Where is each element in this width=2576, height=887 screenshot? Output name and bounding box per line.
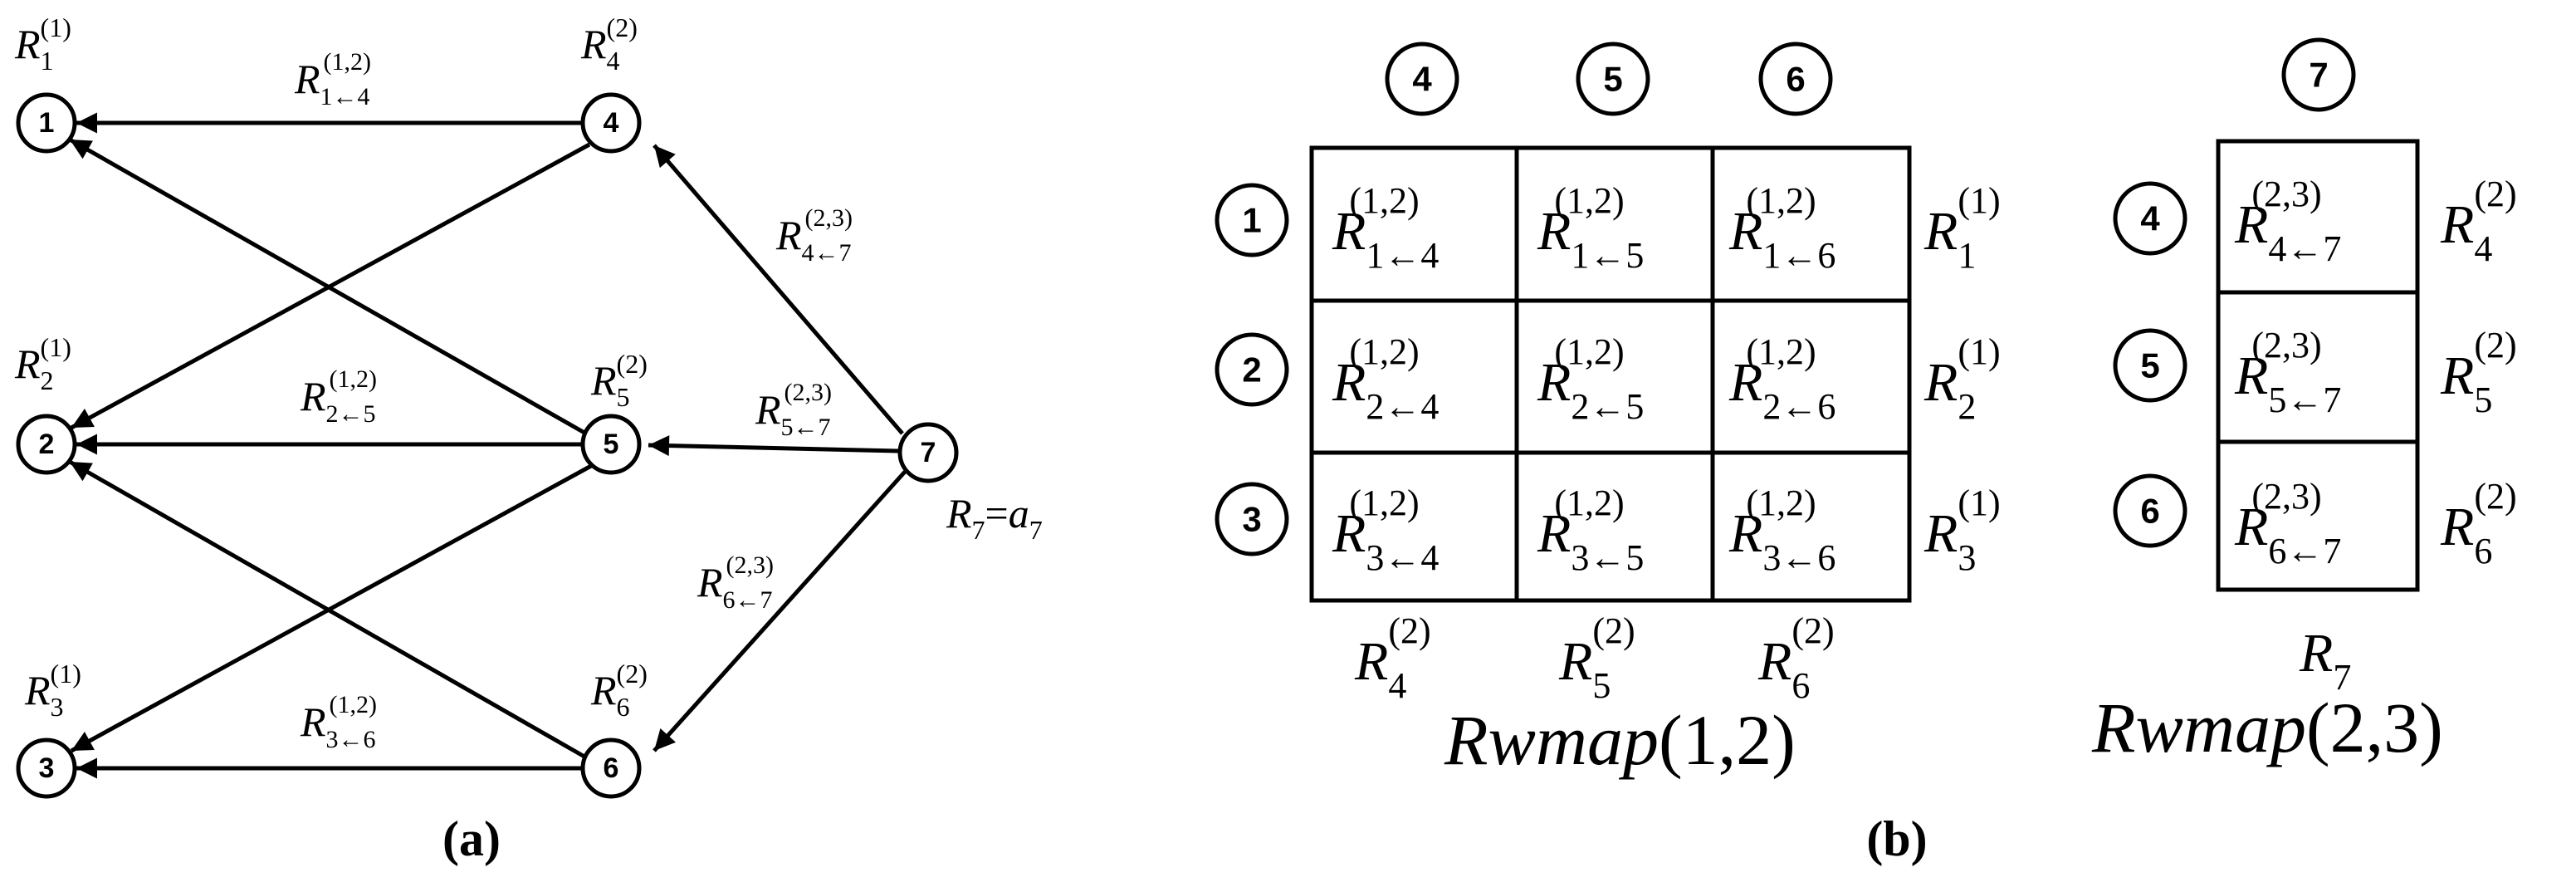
rwmap23-cells: R4←7(2,3) R5←7(2,3) R6←7(2,3): [2234, 174, 2341, 571]
panel-b-rwmap-1-2: 4 5 6 1 2 3 R1←4(1,2) R1←5(1,2) R1←6(1,2…: [1215, 42, 2001, 780]
rwmap12-cell: R2←4(1,2): [1332, 331, 1439, 427]
row-head-label: 2: [1242, 350, 1261, 390]
graph-node-4: 4: [580, 92, 642, 154]
rwmap12-cell: R3←4(1,2): [1332, 483, 1439, 578]
col-head-label: 5: [1603, 60, 1622, 99]
rwmap12-cell: R1←5(1,2): [1537, 180, 1644, 276]
col-head-label: 6: [1786, 60, 1805, 99]
rwmap12-row-head-1: 1: [1215, 183, 1289, 257]
rwmap23-row-head-4: 4: [2113, 181, 2187, 256]
rwmap12-col-head-4: 4: [1385, 42, 1459, 116]
rwmap23-cell: R4←7(2,3): [2234, 174, 2341, 269]
graph-node-5: 5: [580, 414, 642, 475]
graph-node-label: 1: [39, 107, 55, 139]
graph-node-label: 4: [604, 107, 619, 139]
node-2-r-label: R2(1): [14, 332, 71, 395]
graph-nodes: 1 2 3 4 5 6 7: [16, 92, 959, 799]
row-head-label: 4: [2140, 199, 2160, 238]
node-1-r-label: R1(1): [14, 12, 71, 76]
edge-5-to-3: [70, 463, 593, 753]
panel-b-rwmap-2-3: 7 4 5 6 R4←7(2,3) R5←7(2,3) R6←7(2,3) R4…: [2091, 37, 2517, 767]
rwmap12-right-label: R2(1): [1923, 331, 2001, 427]
rwmap23-row-head-6: 6: [2113, 473, 2187, 548]
node-3-r-label: R3(1): [24, 659, 81, 722]
col-head-label: 4: [1412, 60, 1432, 99]
rwmap12-grid: [1309, 145, 1912, 603]
node-4-r-label: R4(2): [580, 12, 638, 76]
rwmap23-right-label: R5(2): [2440, 325, 2517, 420]
edge-label-5-7: R5←7(2,3): [755, 379, 832, 441]
edge-label-1-4: R1←4(1,2): [294, 48, 371, 110]
rwmap23-col-head-7: 7: [2281, 37, 2356, 112]
graph-node-label: 7: [921, 437, 936, 468]
panel-a-graph: 1 2 3 4 5 6 7 R1(1) R2(1) R3(1) R4(2) R5…: [14, 12, 1043, 866]
node-7-r-label: R7=a7: [946, 490, 1043, 545]
graph-node-label: 3: [39, 752, 55, 784]
node-6-r-label: R6(2): [590, 659, 648, 722]
edge-label-6-7: R6←7(2,3): [697, 551, 774, 614]
caption-a: (a): [442, 811, 501, 866]
graph-node-label: 2: [39, 429, 55, 460]
rwmap12-right-label: R1(1): [1923, 180, 2001, 276]
row-head-label: 5: [2140, 346, 2159, 385]
rwmap23-right-labels: R4(2) R5(2) R6(2): [2440, 174, 2517, 571]
edge-label-4-7: R4←7(2,3): [775, 204, 853, 267]
rwmap12-right-labels: R1(1) R2(1) R3(1): [1923, 180, 2001, 578]
rwmap12-bottom-label: R6(2): [1757, 610, 1835, 706]
graph-node-6: 6: [580, 738, 642, 799]
rwmap12-cell: R3←5(1,2): [1537, 483, 1644, 578]
rwmap23-cell: R6←7(2,3): [2234, 476, 2341, 571]
edge-label-2-5: R2←5(1,2): [300, 365, 377, 428]
edge-7-to-5: [648, 435, 899, 457]
rwmap12-cell: R1←6(1,2): [1728, 180, 1835, 276]
graph-node-label: 5: [604, 429, 619, 460]
rwmap12-col-head-6: 6: [1758, 42, 1833, 116]
rwmap12-bottom-label: R4(2): [1354, 610, 1431, 706]
rwmap23-right-label: R6(2): [2440, 476, 2517, 571]
graph-node-label: 6: [604, 752, 619, 784]
rwmap12-col-head-5: 5: [1576, 42, 1650, 116]
rwmap12-cell: R2←5(1,2): [1537, 331, 1644, 427]
rwmap12-row-head-3: 3: [1215, 482, 1289, 556]
col-head-label: 7: [2309, 56, 2328, 95]
rwmap12-bottom-labels: R4(2) R5(2) R6(2): [1354, 610, 1835, 706]
graph-node-r-labels: R1(1) R2(1) R3(1) R4(2) R5(2) R6(2) R7=a…: [14, 12, 1043, 722]
graph-edges: [68, 112, 907, 779]
rwmap12-cells: R1←4(1,2) R1←5(1,2) R1←6(1,2) R2←4(1,2) …: [1332, 180, 1835, 578]
rwmap12-bottom-label: R5(2): [1558, 610, 1635, 706]
edge-4-to-2: [70, 142, 591, 430]
rwmap12-cell: R3←6(1,2): [1728, 483, 1835, 578]
row-head-label: 3: [1242, 500, 1261, 539]
row-head-label: 1: [1242, 201, 1261, 240]
edge-7-to-4: [653, 144, 904, 435]
rwmap23-bottom-labels: R7: [2299, 623, 2351, 698]
graph-node-3: 3: [16, 738, 77, 799]
rwmap23-right-label: R4(2): [2440, 174, 2517, 269]
graph-node-2: 2: [16, 414, 77, 475]
rwmap23-bottom-label: R7: [2299, 623, 2351, 698]
rwmap23-cell: R5←7(2,3): [2234, 325, 2341, 420]
edge-label-3-6: R3←6(1,2): [300, 691, 377, 753]
graph-edge-labels: R1←4(1,2) R2←5(1,2) R3←6(1,2) R4←7(2,3) …: [294, 48, 853, 753]
graph-node-7: 7: [897, 422, 959, 483]
rwmap12-cell: R2←6(1,2): [1728, 331, 1835, 427]
rwmap12-right-label: R3(1): [1923, 483, 2001, 578]
rwmap23-row-head-5: 5: [2113, 328, 2187, 403]
row-head-label: 6: [2140, 492, 2159, 531]
rwmap12-row-head-2: 2: [1215, 332, 1289, 407]
rwmap23-grid: [2216, 139, 2420, 592]
edge-7-to-6: [653, 470, 907, 752]
node-5-r-label: R5(2): [590, 349, 648, 412]
rwmap23-title: Rwmap(2,3): [2091, 688, 2443, 767]
graph-node-1: 1: [16, 92, 77, 154]
caption-b: (b): [1866, 811, 1927, 866]
rwmap12-title: Rwmap(1,2): [1444, 700, 1796, 780]
rwmap12-cell: R1←4(1,2): [1332, 180, 1439, 276]
